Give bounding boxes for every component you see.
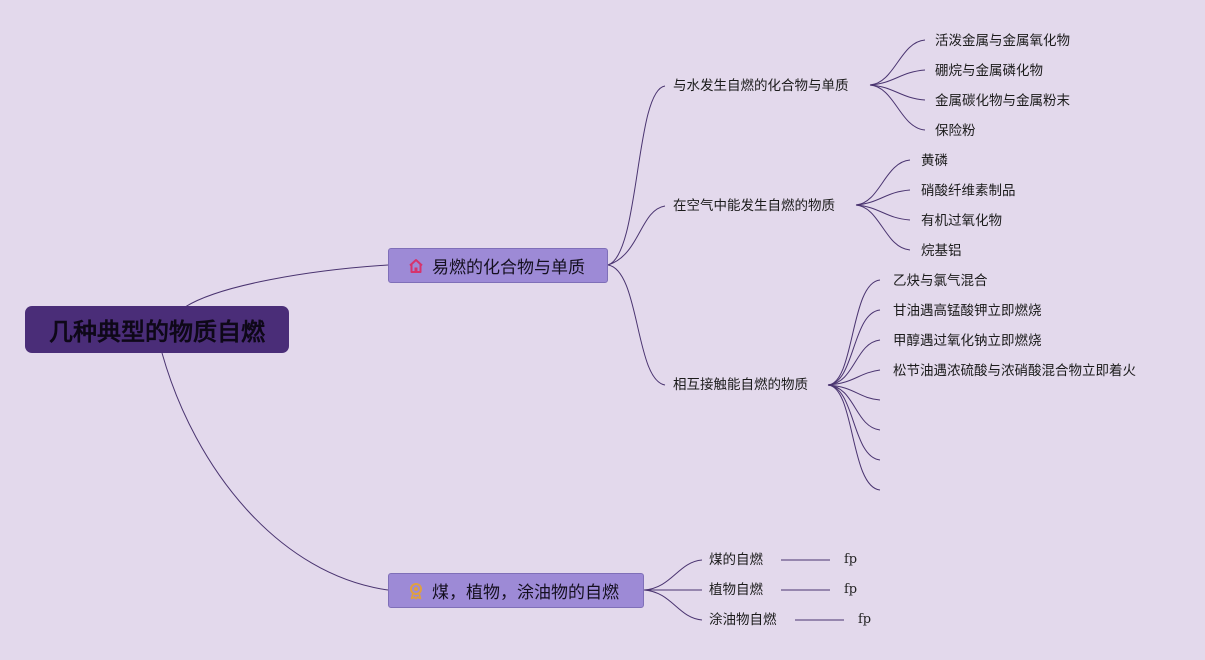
edge-b2-t1 bbox=[643, 559, 703, 591]
topic-air-reactive[interactable]: 在空气中能发生自燃的物质 bbox=[673, 198, 835, 214]
branch-node-coal-plant-oil[interactable]: 煤，植物，涂油物的自燃 bbox=[388, 573, 644, 608]
edge-t1-c2 bbox=[869, 69, 926, 86]
edge-t3-c1 bbox=[827, 279, 881, 386]
topic-coal[interactable]: 煤的自燃 bbox=[709, 552, 763, 568]
branch-label: 煤，植物，涂油物的自燃 bbox=[432, 583, 619, 603]
award-ribbon-icon bbox=[407, 582, 425, 600]
leaf-item[interactable]: 烷基铝 bbox=[921, 243, 962, 259]
leaf-item[interactable]: 金属碳化物与金属粉末 bbox=[935, 93, 1070, 109]
leaf-item[interactable]: 活泼金属与金属氧化物 bbox=[935, 33, 1070, 49]
edge-b2-t3 bbox=[643, 589, 703, 621]
topic-water-reactive[interactable]: 与水发生自燃的化合物与单质 bbox=[673, 78, 849, 94]
edge-b1-t3 bbox=[607, 264, 666, 386]
topic-plant[interactable]: 植物自燃 bbox=[709, 582, 763, 598]
edge-t2-c1 bbox=[855, 159, 911, 206]
edge-root-branch2 bbox=[161, 352, 389, 591]
root-label: 几种典型的物质自燃 bbox=[49, 318, 265, 346]
branch-node-flammable[interactable]: 易燃的化合物与单质 bbox=[388, 248, 608, 283]
topic-contact-reactive[interactable]: 相互接触能自燃的物质 bbox=[673, 377, 808, 393]
edge-t3-c7 bbox=[827, 384, 881, 461]
leaf-item[interactable]: 松节油遇浓硫酸与浓硝酸混合物立即着火 bbox=[893, 363, 1136, 379]
branch-label: 易燃的化合物与单质 bbox=[432, 258, 585, 278]
edge-t2-c4 bbox=[855, 204, 911, 251]
edge-t3-c2 bbox=[827, 309, 881, 386]
edge-t1-c1 bbox=[869, 39, 926, 86]
edge-t3-c4 bbox=[827, 369, 881, 386]
edge-root-branch1 bbox=[184, 264, 389, 308]
edge-t1-c4 bbox=[869, 84, 926, 131]
edge-b1-t1 bbox=[607, 85, 666, 266]
leaf-item[interactable]: 硼烷与金属磷化物 bbox=[935, 63, 1043, 79]
note-fp[interactable]: fp bbox=[844, 552, 858, 567]
edge-t2-c2 bbox=[855, 189, 911, 206]
leaf-item[interactable]: 甲醇遇过氧化钠立即燃烧 bbox=[893, 333, 1042, 349]
leaf-item[interactable]: 硝酸纤维素制品 bbox=[921, 183, 1016, 199]
leaf-item[interactable]: 甘油遇高锰酸钾立即燃烧 bbox=[893, 303, 1042, 319]
root-node[interactable]: 几种典型的物质自燃 bbox=[25, 306, 289, 353]
leaf-item[interactable]: 保险粉 bbox=[935, 123, 976, 139]
edge-t3-c3 bbox=[827, 339, 881, 386]
edge-b1-t2 bbox=[607, 205, 666, 266]
home-icon bbox=[407, 257, 425, 275]
leaf-item[interactable]: 乙炔与氯气混合 bbox=[893, 273, 988, 289]
leaf-item[interactable]: 黄磷 bbox=[921, 153, 948, 169]
note-fp[interactable]: fp bbox=[858, 612, 872, 627]
edge-t3-c8 bbox=[827, 384, 881, 491]
edge-t3-c6 bbox=[827, 384, 881, 431]
note-fp[interactable]: fp bbox=[844, 582, 858, 597]
leaf-item[interactable]: 有机过氧化物 bbox=[921, 213, 1002, 229]
topic-oiled-material[interactable]: 涂油物自燃 bbox=[709, 612, 777, 628]
